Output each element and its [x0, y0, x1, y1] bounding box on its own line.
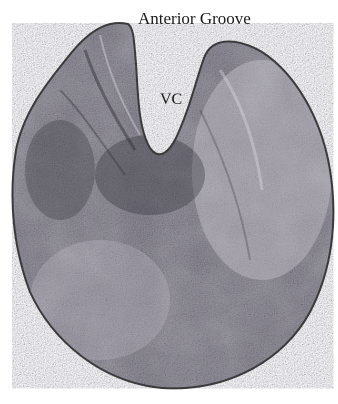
anterior-groove-label: Anterior Groove [138, 9, 251, 28]
vc-label: VC [160, 91, 182, 108]
